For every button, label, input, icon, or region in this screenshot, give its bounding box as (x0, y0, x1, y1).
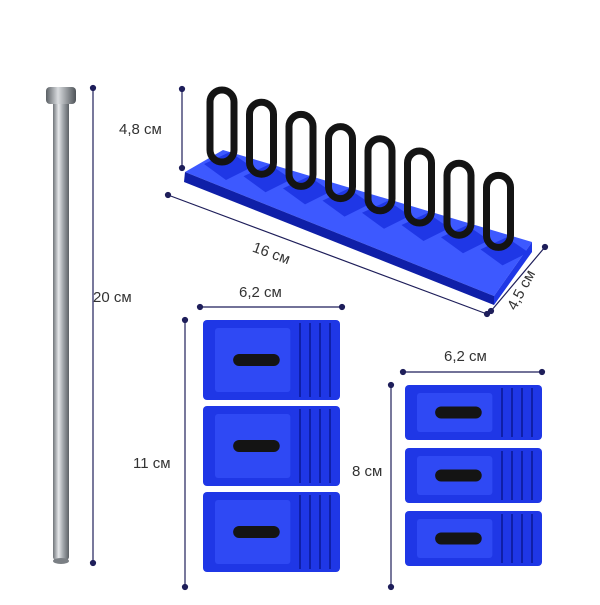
small-tab-stack-icon (405, 385, 542, 566)
small-tabs-width-dimension-line (399, 368, 546, 376)
large-tab-stack-icon (203, 320, 340, 572)
strip-length-dimension-line (164, 191, 491, 318)
tab-strip-icon (184, 86, 532, 305)
glue-tab-icon (203, 320, 340, 400)
glue-tab-icon (203, 406, 340, 486)
large-tabs-width-label: 6,2 см (239, 284, 282, 301)
glue-tab-icon (405, 511, 542, 566)
glue-tab-icon (405, 448, 542, 503)
rod-dimension-line (89, 84, 97, 567)
large-tabs-height-dimension-line (181, 316, 189, 591)
glue-tab-icon (203, 492, 340, 572)
strip-height-label: 4,8 см (119, 121, 162, 138)
large-tabs-width-dimension-line (196, 303, 346, 311)
strip-tab-segment (204, 86, 252, 180)
rod-length-label: 20 см (93, 289, 132, 306)
small-tabs-height-dimension-line (387, 381, 395, 591)
strip-tab-segment (283, 110, 331, 205)
steel-rod-icon (46, 87, 76, 564)
strip-tab-segment (480, 171, 529, 266)
small-tabs-width-label: 6,2 см (444, 348, 487, 365)
strip-tab-segment (243, 98, 292, 193)
strip-tab-segment (441, 159, 489, 254)
strip-tab-segment (401, 147, 450, 241)
small-tabs-height-label: 8 см (352, 463, 383, 480)
strip-tab-segment (322, 123, 371, 217)
glue-tab-icon (405, 385, 542, 440)
strip-height-dimension-line (178, 85, 186, 172)
large-tabs-height-label: 11 см (133, 455, 171, 472)
strip-depth-dimension-line (487, 243, 549, 315)
strip-tab-segment (362, 135, 410, 229)
